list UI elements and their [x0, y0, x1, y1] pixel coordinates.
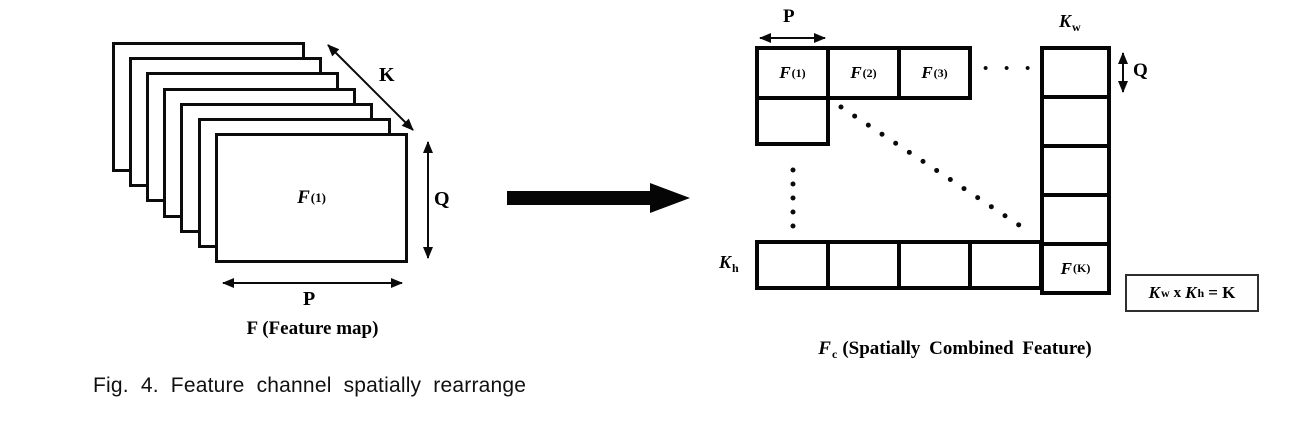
height-dimension-label: Q	[434, 188, 450, 210]
combined-top-row: F(1) F(2) F(3)	[755, 46, 972, 100]
combined-right-column: F(K)	[1040, 46, 1111, 295]
cell-f3: F(3)	[901, 50, 968, 96]
empty-cell	[1044, 197, 1107, 242]
figure-caption: Fig. 4. Feature channel spatially rearra…	[93, 374, 527, 397]
combined-width-label: P	[783, 6, 795, 27]
row-count-label: Kh	[719, 252, 739, 275]
combined-second-row-cell	[755, 96, 830, 146]
front-layer-label: F(1)	[297, 187, 326, 208]
combined-bottom-row	[755, 240, 1043, 290]
column-count-label: Kw	[1059, 11, 1081, 34]
cell-fk: F(K)	[1044, 246, 1107, 291]
empty-cell	[759, 244, 826, 286]
empty-cell	[1044, 148, 1107, 193]
cell-f1: F(1)	[759, 50, 826, 96]
feature-map-caption: F (Feature map)	[246, 318, 379, 339]
cell-f2: F(2)	[830, 50, 897, 96]
row-ellipsis: • • •	[983, 61, 1037, 77]
combined-height-label: Q	[1133, 60, 1148, 81]
empty-cell	[759, 100, 826, 142]
depth-dimension-label: K	[379, 64, 395, 86]
front-layer-symbol: F	[297, 187, 310, 208]
feature-map-front-layer: F(1)	[215, 133, 408, 263]
width-dimension-label: P	[303, 288, 316, 310]
diagonal-dots	[838, 104, 1034, 236]
combined-feature-caption: Fc(Spatially Combined Feature)	[818, 338, 1092, 361]
transform-arrow-icon	[507, 183, 690, 213]
empty-cell	[830, 244, 897, 286]
empty-cell	[972, 244, 1039, 286]
empty-cell	[1044, 99, 1107, 144]
empty-cell	[901, 244, 968, 286]
empty-cell	[1044, 50, 1107, 95]
